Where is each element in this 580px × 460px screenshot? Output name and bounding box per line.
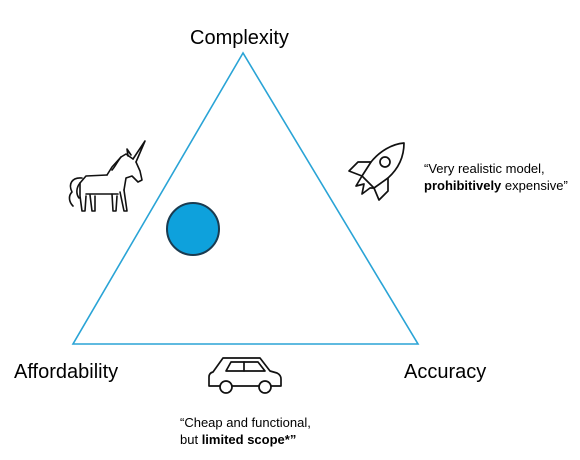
rocket-quote-line2: prohibitively expensive”	[424, 177, 568, 194]
rocket-quote-line1: “Very realistic model,	[424, 161, 545, 176]
car-quote: “Cheap and functional, but limited scope…	[180, 414, 311, 448]
car-icon	[208, 357, 282, 394]
rocket-quote: “Very realistic model, prohibitively exp…	[424, 160, 568, 194]
vertex-label-accuracy: Accuracy	[404, 361, 487, 383]
unicorn-icon	[68, 140, 146, 212]
car-quote-line2-pre: but	[180, 432, 202, 447]
vertex-label-affordability: Affordability	[14, 361, 119, 383]
vertex-label-complexity: Complexity	[190, 27, 289, 49]
position-marker[interactable]	[166, 202, 220, 256]
rocket-quote-line2-rest: expensive”	[501, 178, 568, 193]
car-quote-line1: “Cheap and functional,	[180, 415, 311, 430]
tradeoff-triangle	[71, 51, 420, 345]
rocket-quote-emphasis: prohibitively	[424, 178, 502, 193]
rocket-icon	[348, 142, 405, 201]
car-quote-line2: but limited scope*”	[180, 431, 311, 448]
car-quote-emphasis: limited scope*”	[201, 432, 297, 447]
